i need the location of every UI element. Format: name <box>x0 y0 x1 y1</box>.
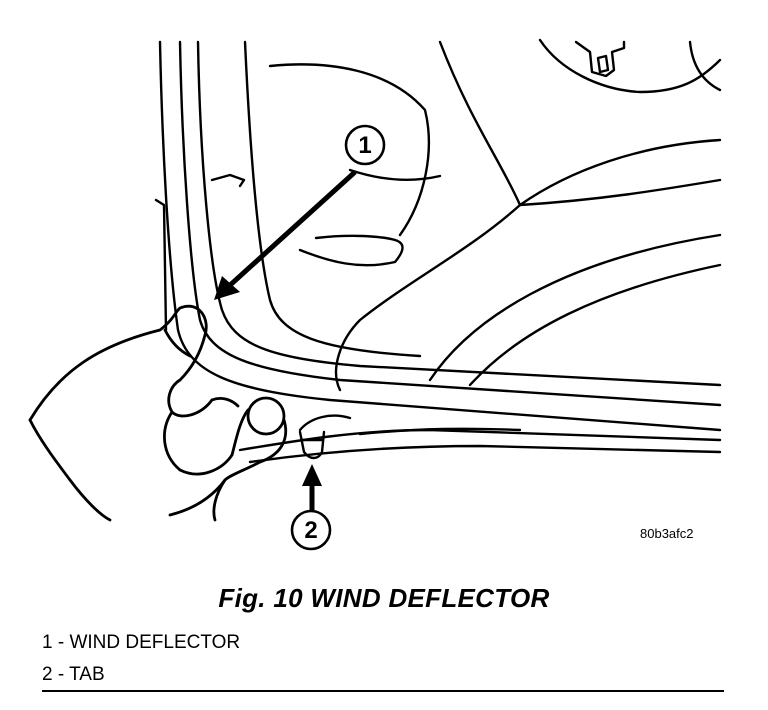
door-panel <box>210 38 722 392</box>
sill <box>238 414 722 464</box>
callout-1-number: 1 <box>358 132 371 159</box>
divider <box>42 690 724 692</box>
callout-arrow-1 <box>214 170 357 300</box>
legend-item: 1 - WIND DEFLECTOR <box>42 632 241 653</box>
callout-1: 1 <box>344 124 386 166</box>
tab <box>298 430 326 460</box>
legend-item: 2 - TAB <box>42 664 105 685</box>
callout-2-number: 2 <box>304 517 317 544</box>
figure-legend: 1 - WIND DEFLECTOR 2 - TAB <box>42 627 240 691</box>
hand <box>28 304 287 522</box>
callout-2: 2 <box>290 509 332 551</box>
figure-code: 80b3afc2 <box>640 526 694 541</box>
callout-arrow-2 <box>302 464 322 510</box>
figure-caption: Fig. 10 WIND DEFLECTOR <box>218 583 550 613</box>
wind-deflector-illustration: 1 2 <box>28 38 722 551</box>
door-frame <box>154 40 722 432</box>
